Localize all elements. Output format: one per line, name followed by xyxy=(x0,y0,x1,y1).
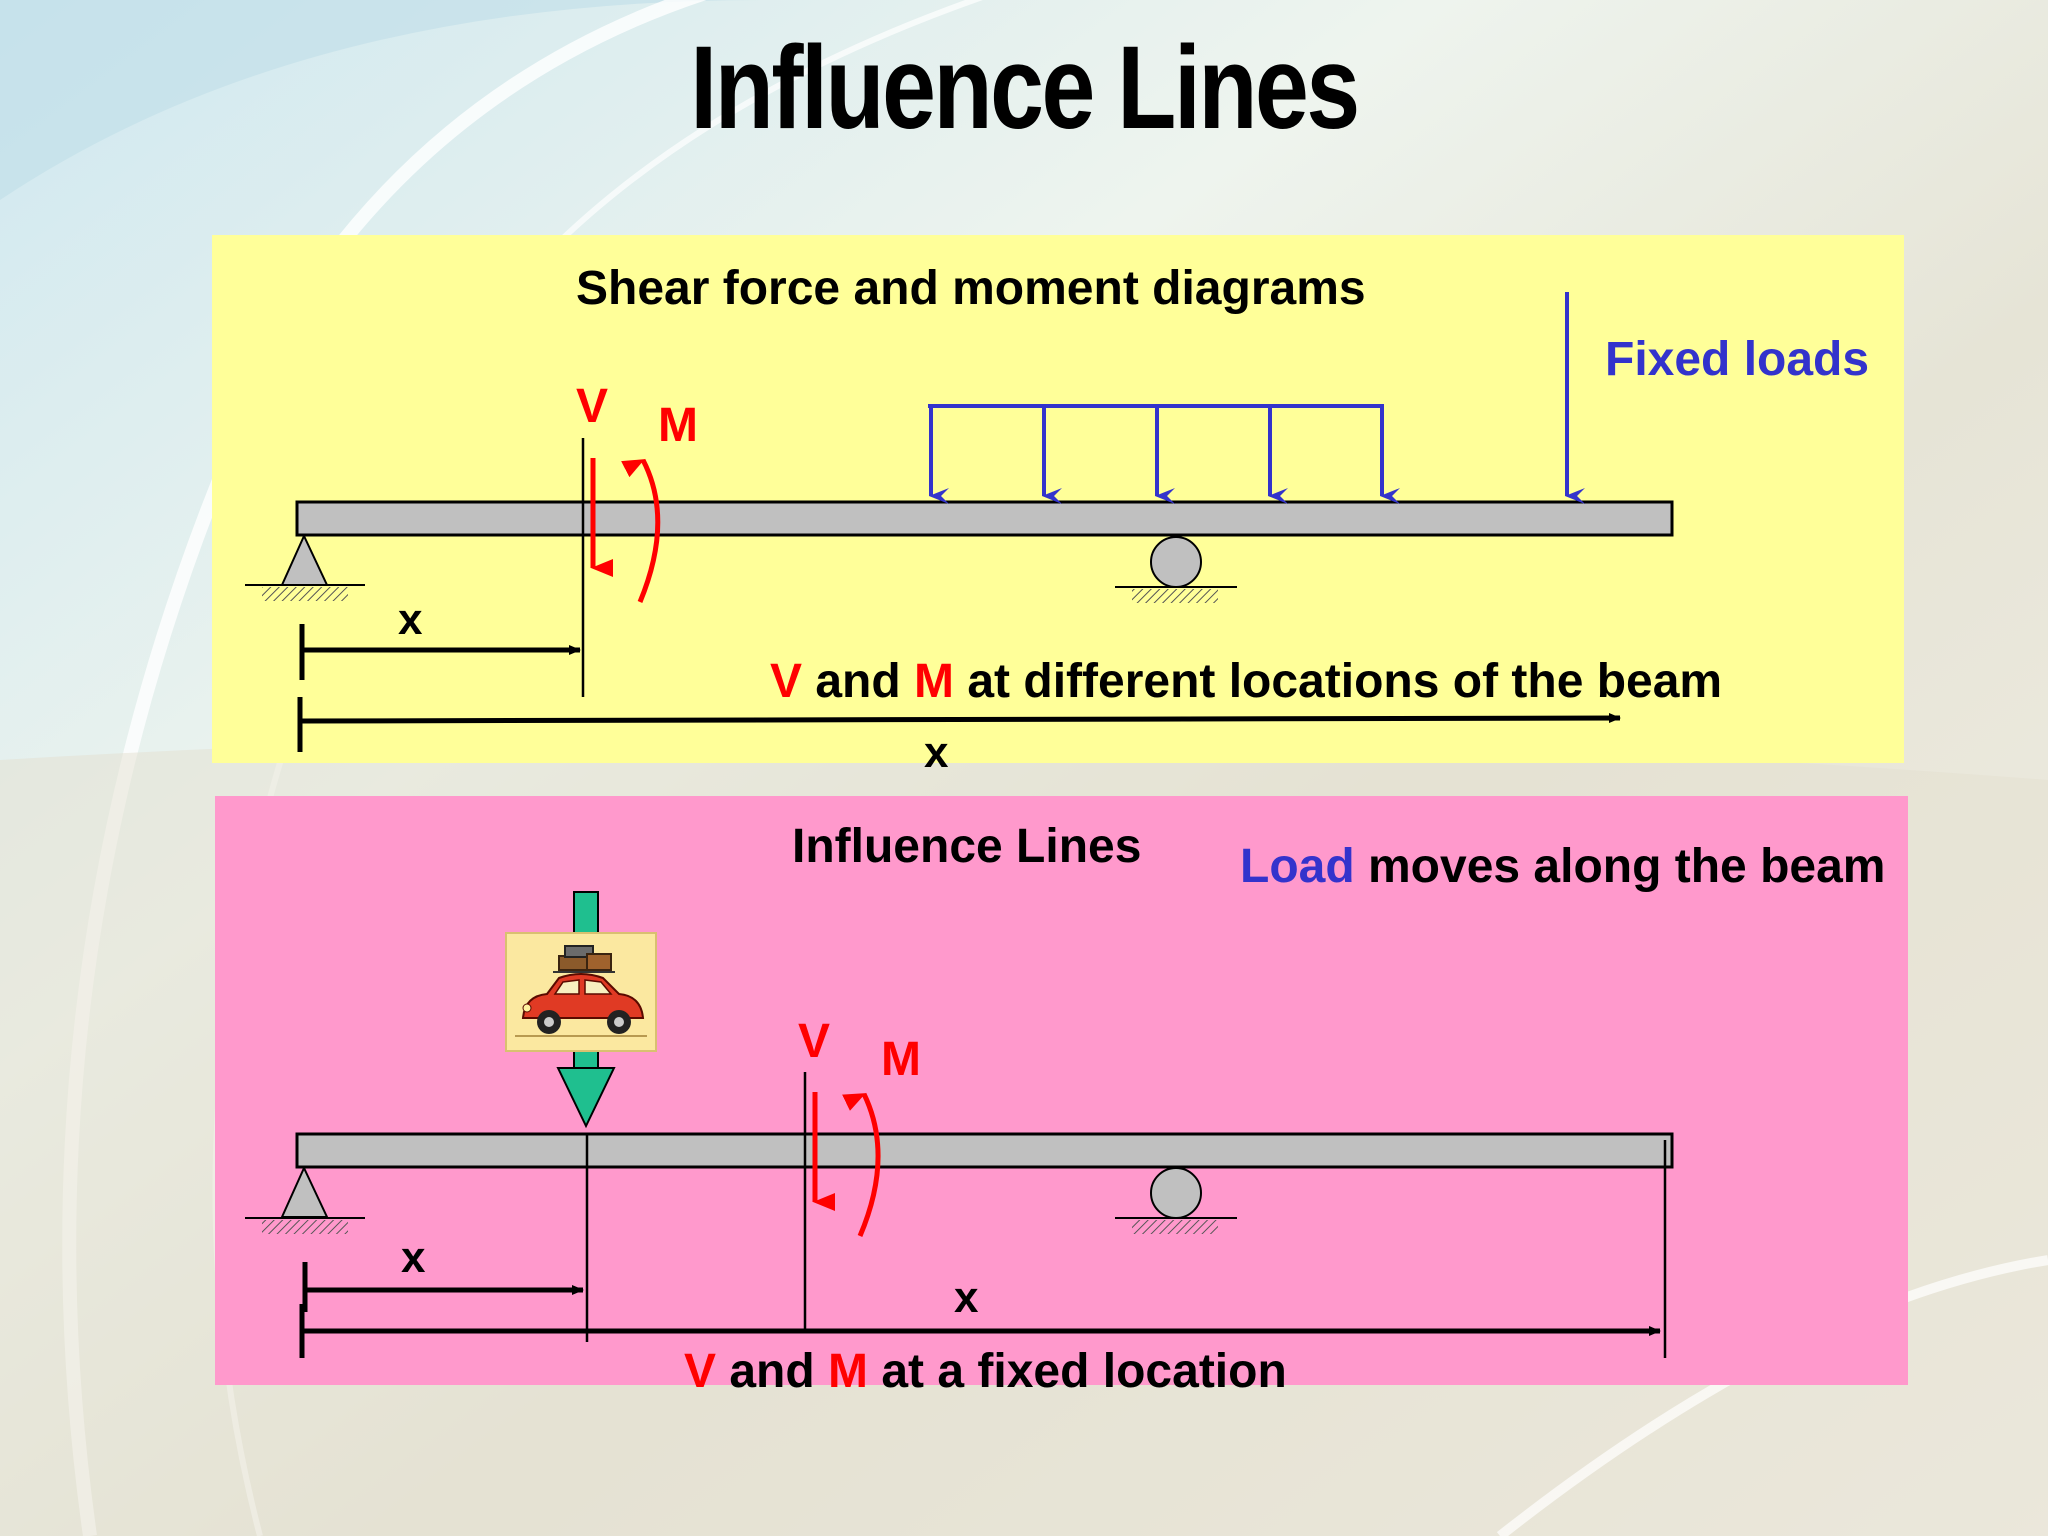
bottom-moment-label: M xyxy=(881,1033,921,1086)
bottom-panel-heading: Influence Lines xyxy=(792,820,1142,873)
top-roller-support xyxy=(1115,536,1237,603)
bottom-x-long-label: x xyxy=(954,1273,979,1322)
car-with-luggage-icon xyxy=(505,932,657,1052)
bottom-beam xyxy=(295,1132,1674,1169)
influence-lines-panel xyxy=(215,796,1908,1385)
top-moment-label: M xyxy=(658,399,698,452)
bottom-moment-arrow xyxy=(842,1092,881,1237)
load-word: Load xyxy=(1240,840,1355,893)
bottom-caption-v: V xyxy=(684,1345,717,1398)
slide-title: Influence Lines xyxy=(690,22,1360,154)
top-beam xyxy=(295,500,1674,537)
top-caption-rest: at different locations of the beam xyxy=(954,655,1723,708)
load-rest: moves along the beam xyxy=(1354,840,1886,893)
top-caption: V and M at different locations of the be… xyxy=(770,658,1722,706)
fixed-loads-label: Fixed loads xyxy=(1605,333,1870,386)
top-pin-support xyxy=(245,533,365,601)
top-x-long-arrow xyxy=(299,713,1621,724)
bottom-shear-label: V xyxy=(798,1015,831,1068)
bottom-x-short-label: x xyxy=(401,1233,426,1282)
top-moment-arrow xyxy=(621,458,661,603)
top-distributed-load xyxy=(928,404,1400,504)
bottom-caption-rest: at a fixed location xyxy=(868,1345,1287,1398)
top-panel-heading: Shear force and moment diagrams xyxy=(576,262,1366,315)
bottom-caption-m: M xyxy=(828,1345,869,1398)
top-x-long-label: x xyxy=(924,728,949,777)
bottom-caption: V and M at a fixed location xyxy=(684,1348,1287,1396)
top-x-short-label: x xyxy=(398,595,423,644)
bottom-pin-support xyxy=(245,1165,365,1234)
bottom-roller-support xyxy=(1115,1167,1237,1234)
top-caption-v: V xyxy=(770,655,803,708)
top-caption-m: M xyxy=(914,655,955,708)
top-shear-label: V xyxy=(576,380,609,433)
bottom-caption-and: and xyxy=(716,1345,829,1398)
load-moves-caption: Load moves along the beam xyxy=(1240,843,1885,891)
top-caption-and: and xyxy=(802,655,915,708)
